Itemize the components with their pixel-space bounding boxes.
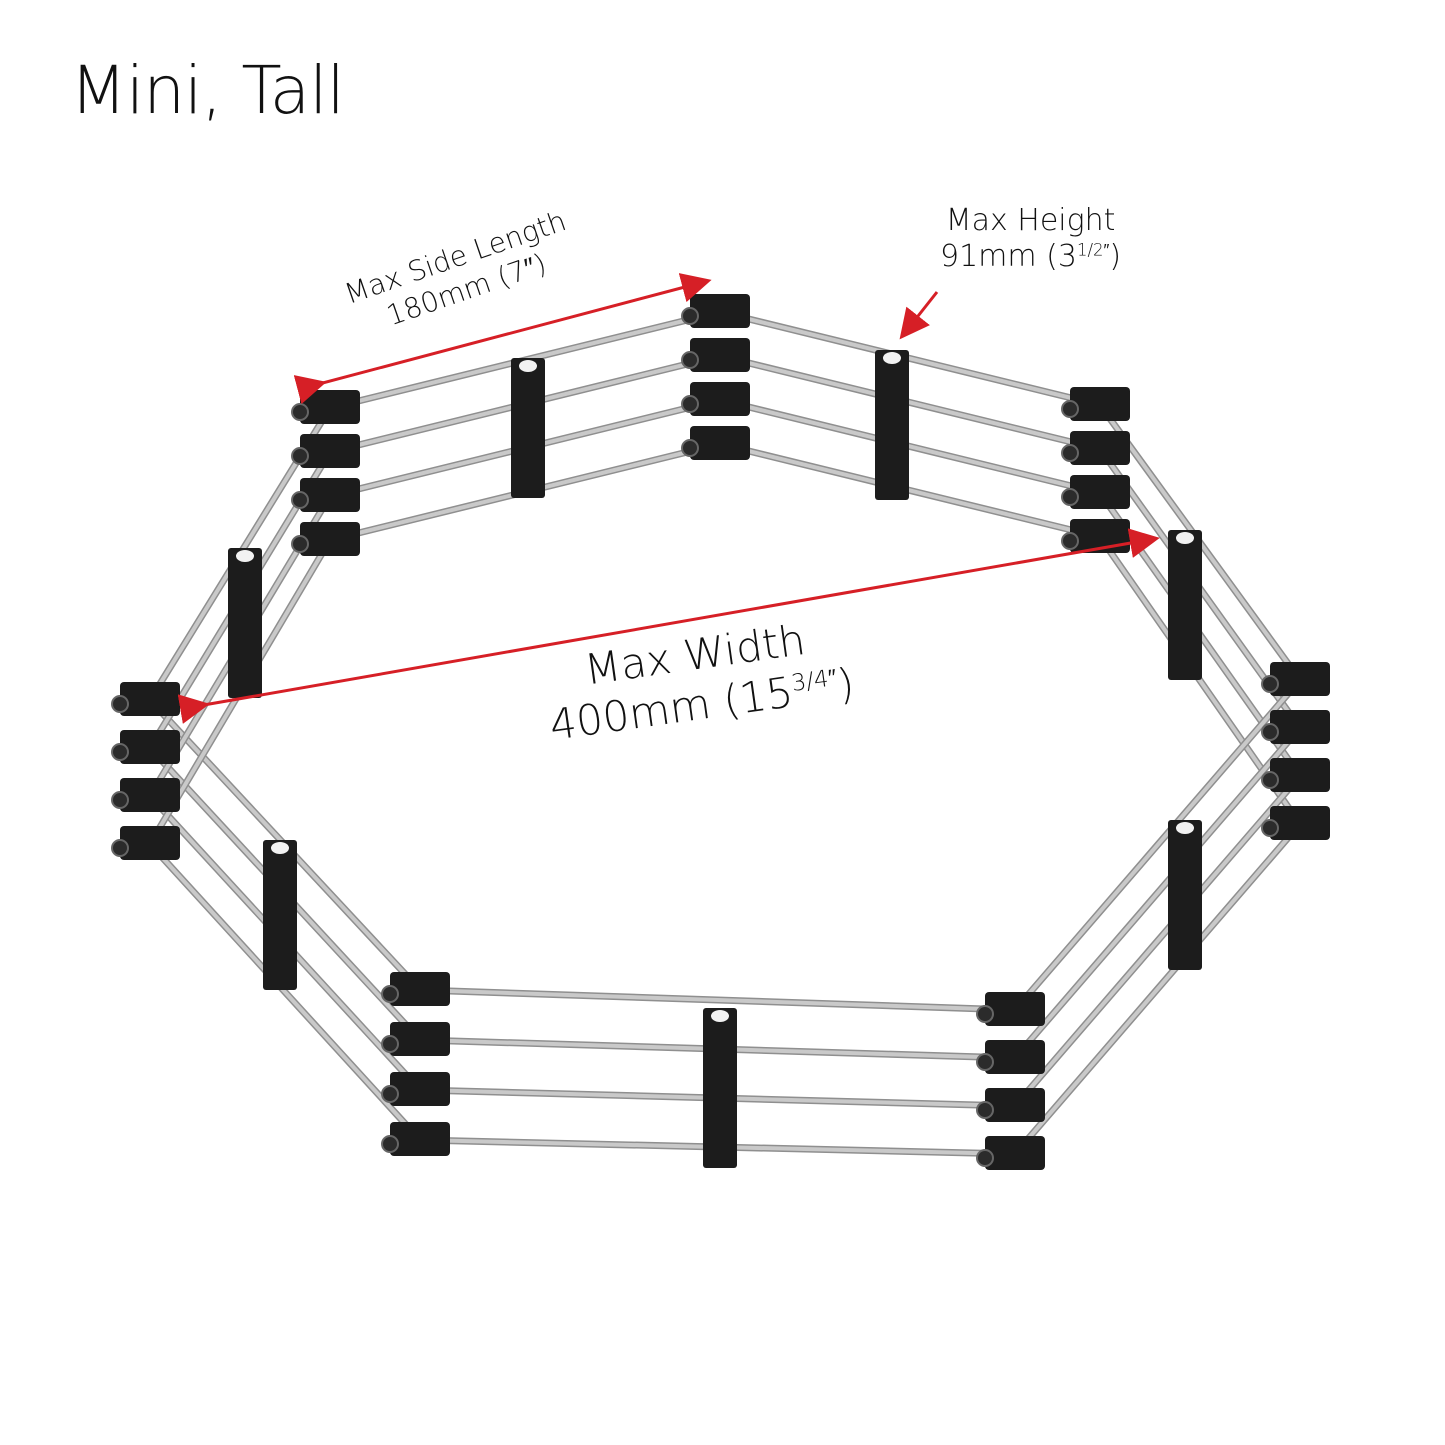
corner-connector	[1270, 710, 1330, 744]
center-post	[875, 350, 909, 500]
connector-knob	[1261, 771, 1279, 789]
post-cap	[236, 550, 254, 562]
side-length-arrow	[293, 273, 712, 405]
corner-connector	[1070, 475, 1130, 509]
width-arrow	[177, 528, 1160, 724]
rail-rod-highlight	[718, 354, 1102, 451]
corner-connector	[1070, 431, 1130, 465]
corner-connector	[390, 1122, 450, 1156]
connector-knob	[1061, 444, 1079, 462]
corner-connector	[390, 1072, 450, 1106]
connector-knob	[291, 491, 309, 509]
rail-rod-highlight	[718, 398, 1102, 495]
rail-rod-highlight	[718, 310, 1102, 407]
rail-rod-highlight	[418, 988, 1017, 1012]
connector-knob	[1061, 532, 1079, 550]
connector-knob	[1261, 723, 1279, 741]
center-post	[511, 358, 545, 498]
corner-connector	[1270, 758, 1330, 792]
corner-connector	[120, 778, 180, 812]
connector-knob	[976, 1053, 994, 1071]
height-arrow	[899, 291, 939, 340]
connector-knob	[381, 1135, 399, 1153]
corner-connector	[300, 478, 360, 512]
connector-knob	[681, 351, 699, 369]
rail-rod-highlight	[148, 842, 422, 1142]
rail-rod-highlight	[1013, 822, 1302, 1156]
corner-connector	[985, 1088, 1045, 1122]
corner-connector	[690, 426, 750, 460]
connector-knob	[976, 1101, 994, 1119]
connector-knob	[976, 1005, 994, 1023]
rail-rod-highlight	[718, 442, 1102, 539]
post-cap	[271, 842, 289, 854]
corner-connector	[985, 1136, 1045, 1170]
corner-connector	[300, 390, 360, 424]
center-post	[263, 840, 297, 990]
connector-knob	[1261, 675, 1279, 693]
rail-rod-highlight	[1013, 678, 1302, 1012]
rail-rod-highlight	[1013, 774, 1302, 1108]
corner-connector	[1270, 806, 1330, 840]
post-cap	[519, 360, 537, 372]
height-title: Max Height	[945, 203, 1116, 238]
center-post	[228, 548, 262, 698]
connector-knob	[381, 1085, 399, 1103]
post-cap	[711, 1010, 729, 1022]
connector-knob	[381, 1035, 399, 1053]
page-title: Mini, Tall	[70, 52, 345, 129]
connector-knob	[1261, 819, 1279, 837]
post-cap	[883, 352, 901, 364]
corner-connector	[120, 682, 180, 716]
corner-connector	[690, 338, 750, 372]
corner-connector	[300, 522, 360, 556]
connector-knob	[111, 839, 129, 857]
connector-knob	[681, 439, 699, 457]
fence-posts	[111, 294, 1330, 1170]
height-value: 91mm (31/2″)	[940, 239, 1122, 274]
connector-knob	[111, 695, 129, 713]
connector-knob	[681, 307, 699, 325]
connector-knob	[1061, 400, 1079, 418]
center-post	[1168, 820, 1202, 970]
corner-connector	[1070, 387, 1130, 421]
connector-knob	[291, 403, 309, 421]
connector-knob	[976, 1149, 994, 1167]
corner-connector	[690, 382, 750, 416]
corner-connector	[985, 1040, 1045, 1074]
dimension-arrows	[177, 273, 1160, 724]
center-post	[1168, 530, 1202, 680]
corner-connector	[1270, 662, 1330, 696]
corner-connector	[120, 730, 180, 764]
height-label: Max Height 91mm (31/2″)	[940, 203, 1121, 275]
post-cap	[1176, 532, 1194, 544]
connector-knob	[291, 447, 309, 465]
rail-rod-highlight	[1013, 726, 1302, 1060]
connector-knob	[381, 985, 399, 1003]
corner-connector	[690, 294, 750, 328]
corner-connector	[390, 972, 450, 1006]
connector-knob	[681, 395, 699, 413]
corner-connector	[300, 434, 360, 468]
connector-knob	[111, 743, 129, 761]
corner-connector	[120, 826, 180, 860]
corner-connector	[390, 1022, 450, 1056]
corner-connector	[985, 992, 1045, 1026]
connector-knob	[1061, 488, 1079, 506]
post-cap	[1176, 822, 1194, 834]
connector-knob	[111, 791, 129, 809]
connector-knob	[291, 535, 309, 553]
center-post	[703, 1008, 737, 1168]
